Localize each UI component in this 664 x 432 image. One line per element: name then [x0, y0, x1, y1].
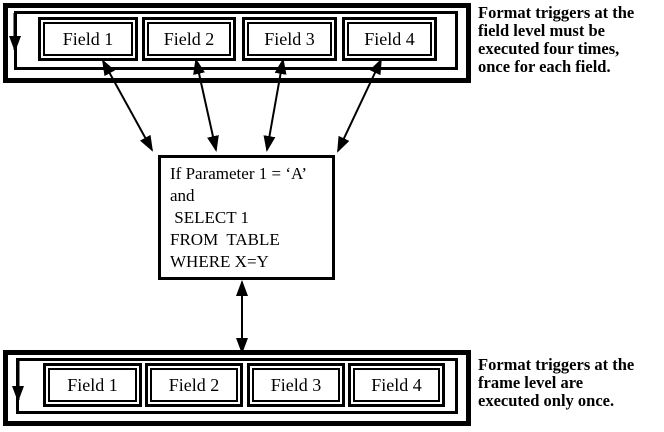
top-field-3-label: Field 3: [247, 22, 332, 56]
code-line-5: WHERE X=Y: [170, 252, 269, 271]
top-field-2-box: Field 2: [142, 17, 236, 61]
code-line-2: and: [170, 186, 195, 205]
bottom-field-2-box: Field 2: [145, 363, 243, 407]
top-field-4-label: Field 4: [347, 22, 432, 56]
frame-level-annotation-line-2: frame level are: [478, 373, 584, 392]
code-line-4: FROM TABLE: [170, 230, 280, 249]
field-level-annotation: Format triggers at the field level must …: [478, 4, 664, 76]
top-field-1-label: Field 1: [43, 22, 133, 56]
bottom-field-4-label: Field 4: [353, 368, 440, 402]
bottom-field-3-label: Field 3: [252, 368, 340, 402]
bottom-field-4-box: Field 4: [348, 363, 445, 407]
trigger-code-box: If Parameter 1 = ‘A’ and SELECT 1 FROM T…: [158, 155, 335, 280]
field-level-annotation-line-1: Format triggers at the: [478, 3, 635, 22]
frame-level-annotation: Format triggers at the frame level are e…: [478, 356, 664, 410]
code-line-1: If Parameter 1 = ‘A’: [170, 164, 308, 183]
top-field-2-label: Field 2: [147, 22, 231, 56]
code-line-3: SELECT 1: [170, 208, 250, 227]
bottom-field-2-label: Field 2: [150, 368, 238, 402]
field-level-annotation-line-3: executed four times,: [478, 39, 620, 58]
top-field-1-box: Field 1: [38, 17, 138, 61]
bottom-field-1-label: Field 1: [48, 368, 137, 402]
field-level-annotation-line-2: field level must be: [478, 21, 605, 40]
bottom-field-3-box: Field 3: [247, 363, 345, 407]
frame-level-annotation-line-3: executed only once.: [478, 391, 615, 410]
frame-level-annotation-line-1: Format triggers at the: [478, 355, 635, 374]
bottom-field-1-box: Field 1: [43, 363, 142, 407]
field-level-annotation-line-4: once for each field.: [478, 57, 611, 76]
top-field-3-box: Field 3: [242, 17, 337, 61]
top-field-4-box: Field 4: [342, 17, 437, 61]
